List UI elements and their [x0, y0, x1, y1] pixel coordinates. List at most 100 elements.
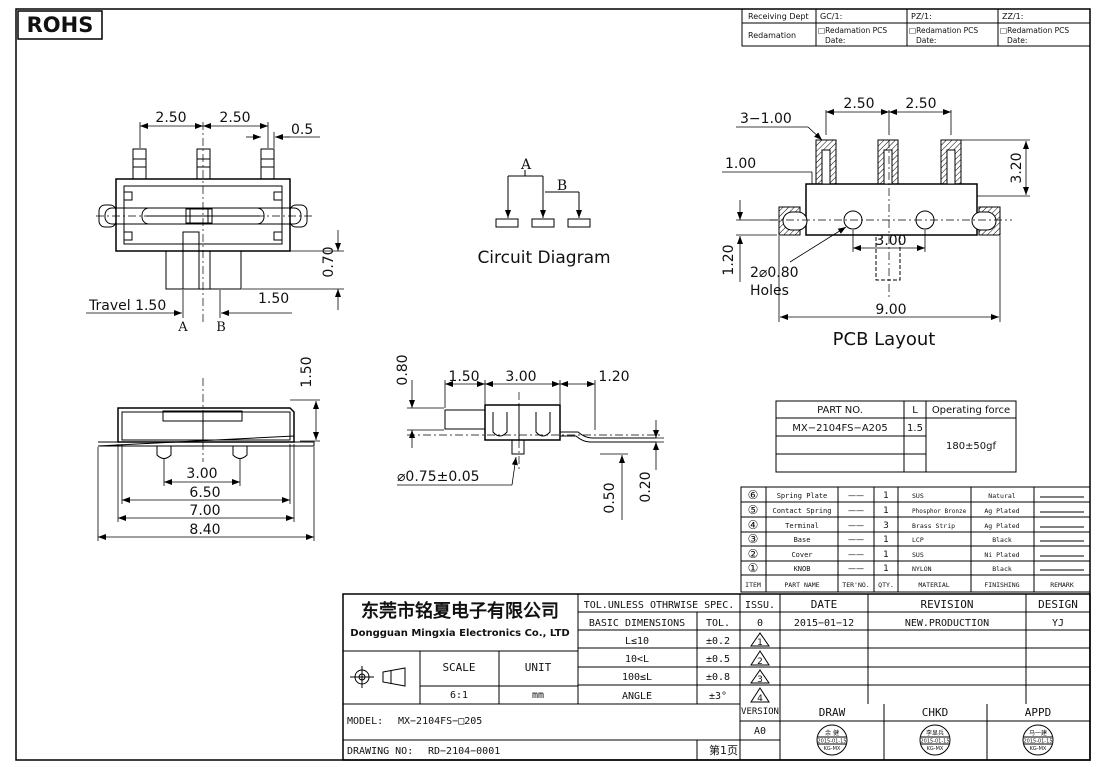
redamation-cell-b: Date:	[916, 36, 936, 45]
force-value: 180±50gf	[946, 441, 997, 452]
version-value: A0	[754, 726, 766, 737]
model-value: MX−2104FS−□205	[398, 716, 482, 727]
top-dim-05: 0.5	[291, 122, 313, 138]
scale-label: SCALE	[442, 661, 475, 674]
bom-material: Phosphor Bronze	[912, 508, 967, 515]
l-header: L	[912, 405, 918, 416]
tol-value: ±0.8	[706, 672, 730, 683]
side-dim-080: 0.80	[395, 354, 411, 385]
bom-material: NYLON	[912, 565, 932, 573]
pz-label: PZ/1:	[911, 12, 932, 21]
bom-part-name: Base	[794, 536, 811, 544]
bom-item-no: ⑤	[748, 503, 759, 517]
front-dim-650: 6.50	[189, 485, 220, 501]
pcb-dim-900: 9.00	[875, 302, 906, 318]
l-value: 1.5	[907, 423, 923, 434]
title-block: 东莞市铭夏电子有限公司 Dongguan Mingxia Electronics…	[342, 593, 1091, 761]
model-label: MODEL:	[347, 716, 383, 727]
unit-label: UNIT	[525, 661, 552, 674]
bom-header-qty: QTY.	[878, 581, 894, 589]
bom-ter-no: ——	[848, 535, 864, 544]
appd-stamp-name: 马一建	[1029, 729, 1047, 737]
tol-value: ±3°	[709, 691, 727, 702]
bom-item-no: ④	[748, 518, 759, 532]
bom-finish: Natural	[988, 492, 1015, 500]
bom-finish: Black	[992, 565, 1012, 573]
side-dim-150: 1.50	[448, 369, 479, 385]
bom-qty: 3	[883, 521, 889, 531]
circuit-label-a: A	[520, 157, 532, 173]
top-pos-a: A	[177, 320, 188, 335]
pcb-dim-250-a: 2.50	[843, 96, 874, 112]
bom-qty: 1	[883, 535, 889, 545]
circuit-label-b: B	[557, 178, 567, 194]
force-header: Operating force	[932, 405, 1010, 416]
chkd-stamp: 李显兵 2015-01-15 KG-MX	[919, 724, 951, 756]
bom-row: ④ Terminal —— 3 Brass Strip Ag Plated	[748, 518, 1020, 532]
redamation-cell-a: □Redamation PCS	[818, 26, 887, 35]
revision-mark: 4	[757, 694, 763, 704]
appd-stamp-date: 2015-01-15	[1023, 739, 1052, 745]
bom-item-no: ①	[748, 561, 759, 575]
chkd-stamp-org: KG-MX	[927, 746, 944, 752]
bom-header-material: MATERIAL	[918, 581, 949, 589]
bom-row: ② Cover —— 1 SUS Ni Plated	[748, 547, 1020, 561]
bom-part-name: Terminal	[785, 522, 819, 530]
top-pos-b: B	[216, 320, 226, 335]
circuit-title: Circuit Diagram	[477, 248, 610, 268]
revision-value: NEW.PRODUCTION	[905, 618, 989, 629]
pcb-dim-3x100: 3−1.00	[740, 111, 792, 127]
tol-label: TOL.	[706, 618, 730, 629]
circuit-diagram: A B Circuit Diagram	[477, 157, 610, 268]
bom-ter-no: ——	[848, 564, 864, 573]
bom-part-name: Cover	[791, 551, 812, 559]
version-label: VERSION	[741, 707, 779, 717]
bom-material: SUS	[912, 551, 924, 559]
bom-item-no: ②	[748, 547, 759, 561]
bom-row: ⑥ Spring Plate —— 1 SUS Natural	[748, 488, 1016, 502]
bom-qty: 1	[883, 506, 889, 516]
tol-value: ±0.5	[706, 654, 730, 665]
draw-stamp-date: 2015-01-15	[817, 739, 846, 745]
appd-stamp: 马一建 2015-01-15 KG-MX	[1022, 724, 1054, 756]
redamation-cell-a: □Redamation PCS	[909, 26, 978, 35]
revision-label: REVISION	[921, 598, 974, 611]
revision-marks: 1 2 3 4	[750, 632, 770, 704]
appd-label: APPD	[1025, 706, 1052, 719]
receiving-dept-label: Receiving Dept	[748, 12, 809, 21]
rohs-label: ROHS	[27, 13, 94, 37]
pcb-holes-label: Holes	[750, 283, 789, 299]
bom-ter-no: ——	[848, 491, 864, 500]
design-value: YJ	[1052, 618, 1064, 629]
bom-row: ⑤ Contact Spring —— 1 Phosphor Bronze Ag…	[748, 503, 1020, 517]
bom-item-no: ③	[748, 532, 759, 546]
top-travel-label: Travel 1.50	[88, 298, 166, 314]
bom-ter-no: ——	[848, 521, 864, 530]
tol-range: 10<L	[625, 654, 649, 665]
pcb-layout: 2.50 2.50 3−1.00 1.00 3.20 1.20 3.00 2⌀0…	[721, 96, 1030, 350]
bom-part-name: Contact Spring	[772, 507, 831, 515]
bom-material: LCP	[912, 536, 924, 544]
rohs-box	[17, 10, 103, 40]
redamation-label: Redamation	[748, 31, 796, 40]
front-dim-700: 7.00	[189, 503, 220, 519]
top-view: 2.50 2.50 0.5 0.70 Travel 1.50 1.50 A B	[86, 110, 344, 335]
bom-header-ter-no: TER'NO.	[842, 581, 869, 589]
side-dim-120: 1.20	[598, 369, 629, 385]
top-dim-250-right: 2.50	[219, 110, 250, 126]
redamation-cell-a: □Redamation PCS	[1000, 26, 1069, 35]
bom-header-item: ITEM	[745, 581, 761, 589]
bom-ter-no: ——	[848, 506, 864, 515]
bom-part-name: KNOB	[794, 565, 811, 573]
zz-label: ZZ/1:	[1002, 12, 1023, 21]
date-value: 2015−01−12	[794, 618, 854, 629]
bom-qty: 1	[883, 564, 889, 574]
pcb-dim-300: 3.00	[875, 233, 906, 249]
receiving-table: Receiving Dept GC/1: PZ/1: ZZ/1: Redamat…	[741, 8, 1091, 47]
part-number-table: PART NO. L Operating force MX−2104FS−A20…	[775, 400, 1017, 473]
tol-header: TOL.UNLESS OTHRWISE SPEC.	[584, 600, 735, 611]
top-dim-250-left: 2.50	[155, 110, 186, 126]
front-dim-840: 8.40	[189, 522, 220, 538]
bom-ter-no: ——	[848, 550, 864, 559]
